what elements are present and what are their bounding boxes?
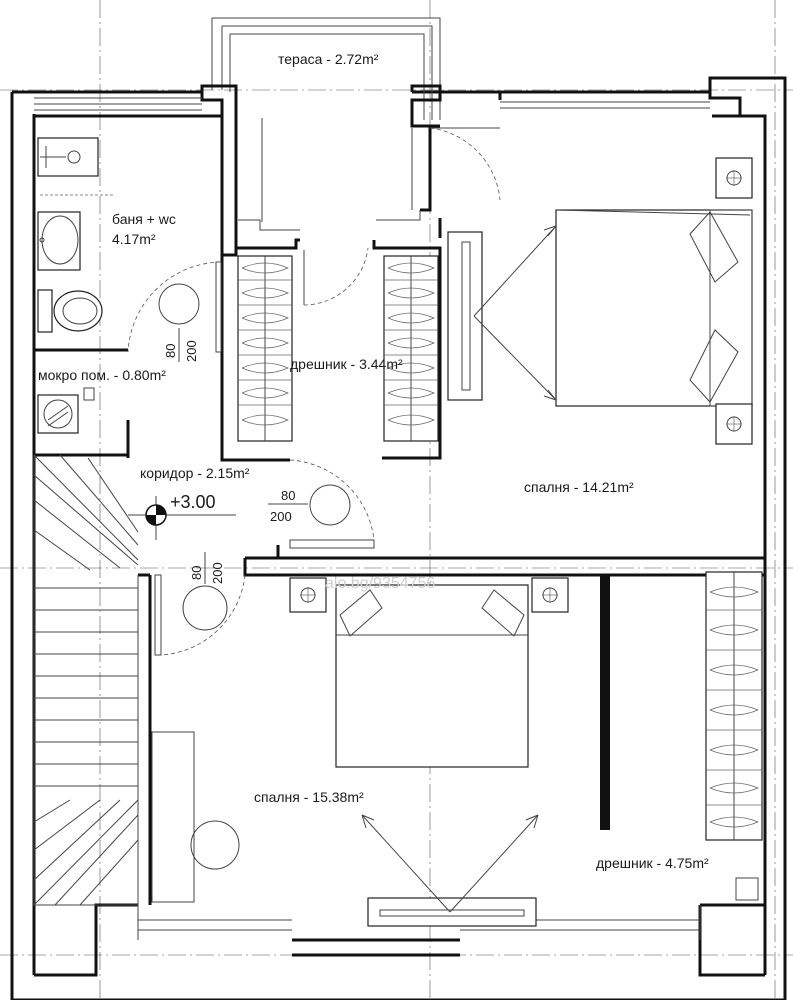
east-door-height: 200	[270, 509, 292, 524]
partition-post	[600, 575, 610, 830]
laundry-label: мокро пом. - 0.80m²	[38, 367, 166, 383]
doors	[127, 247, 375, 656]
bed-south	[151, 577, 569, 927]
wardrobe-middle	[237, 255, 439, 442]
level-mark: +3.00	[170, 492, 216, 512]
bathroom-fixtures	[37, 137, 351, 870]
corridor-label: коридор - 2.15m²	[140, 465, 250, 481]
south-door-width: 80	[189, 566, 204, 580]
south-door-height: 200	[210, 562, 225, 584]
bath-door-width: 80	[163, 344, 178, 358]
east-door-width: 80	[281, 488, 295, 503]
north-windows	[34, 97, 710, 111]
bed-east	[447, 157, 753, 445]
door-fraction-lines	[178, 328, 308, 584]
level-marker	[128, 496, 236, 540]
boiler	[37, 394, 79, 434]
bathroom-label: баня + wc	[112, 211, 176, 227]
south-windows	[137, 905, 701, 940]
wardrobe-east	[705, 571, 763, 901]
toilet-tank	[37, 289, 53, 333]
toilet-bowl	[53, 290, 103, 332]
watermark: alo.bg/9354756	[325, 575, 435, 592]
tv-unit-east	[447, 231, 483, 401]
desk-south	[151, 731, 195, 903]
bath-door-height: 200	[184, 340, 199, 362]
wardrobe-middle-label: дрешник - 3.44m²	[290, 356, 403, 372]
bedroom-east-label: спалня - 14.21m²	[524, 479, 634, 495]
terrace-label: тераса - 2.72m²	[278, 51, 379, 67]
interior-walls	[34, 116, 765, 905]
washbasin	[37, 211, 81, 271]
tv-unit-south	[367, 897, 537, 927]
bathroom-area: 4.17m²	[112, 231, 156, 247]
wardrobe-east-label: дрешник - 4.75m²	[596, 855, 709, 871]
bedroom-south-label: спалня - 15.38m²	[254, 789, 364, 805]
terrace	[200, 17, 501, 257]
staircase	[33, 454, 139, 906]
